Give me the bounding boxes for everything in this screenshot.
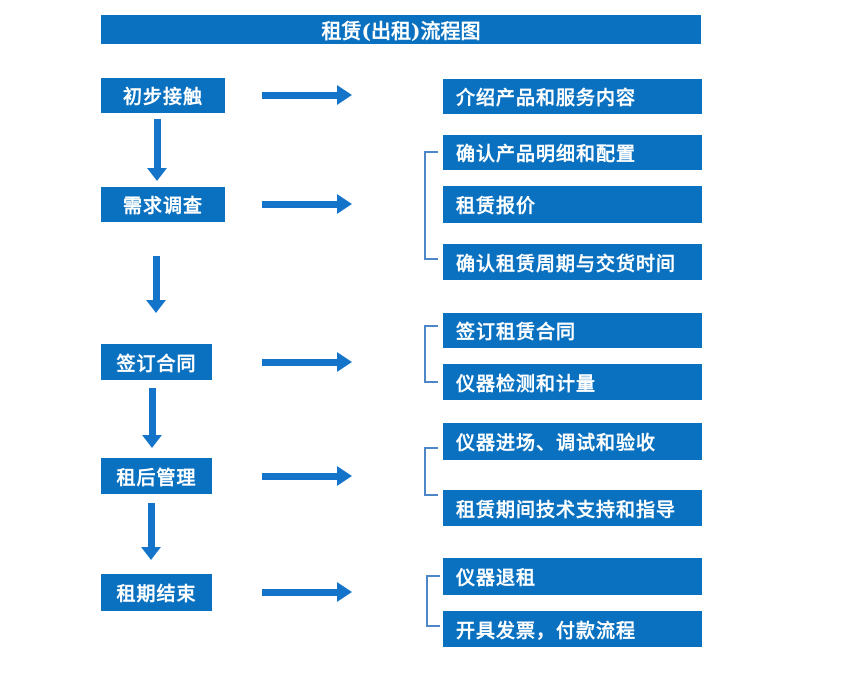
step-box-demand-survey: 需求调查: [101, 187, 225, 222]
arrow-shaft: [149, 388, 156, 435]
arrow-shaft: [262, 201, 337, 208]
arrow-head: [141, 547, 161, 560]
detail-label: 仪器进场、调试和验收: [456, 432, 657, 454]
detail-label: 签订租赁合同: [456, 321, 577, 343]
flowchart-title-bar: 租赁(出租)流程图: [101, 15, 701, 44]
step-label: 需求调查: [122, 195, 203, 217]
step-label: 初步接触: [122, 86, 203, 108]
detail-box-confirm-product-details: 确认产品明细和配置: [443, 135, 702, 170]
detail-label: 租赁报价: [456, 195, 537, 217]
right-arrow-icon: [262, 194, 352, 214]
detail-label: 仪器检测和计量: [456, 372, 597, 395]
down-arrow-icon: [142, 388, 163, 448]
down-arrow-icon: [141, 503, 162, 560]
arrow-shaft: [153, 256, 160, 300]
detail-label: 介绍产品和服务内容: [456, 87, 637, 109]
detail-box-rental-quote: 租赁报价: [443, 186, 702, 223]
step-box-post-rental-management: 租后管理: [101, 458, 212, 494]
step-box-sign-contract: 签订合同: [101, 344, 212, 380]
detail-label: 确认产品明细和配置: [456, 143, 637, 165]
arrow-head: [337, 582, 352, 602]
step-label: 租期结束: [116, 583, 197, 605]
arrow-shaft: [148, 503, 155, 547]
detail-box-invoicing-payment: 开具发票，付款流程: [443, 611, 702, 647]
group-bracket: [424, 447, 438, 496]
detail-label: 租赁期间技术支持和指导: [456, 498, 677, 521]
group-bracket: [426, 575, 440, 627]
detail-box-instrument-return: 仪器退租: [443, 558, 702, 595]
arrow-head: [142, 435, 162, 448]
flowchart-title: 租赁(出租)流程图: [321, 19, 481, 43]
detail-box-sign-rental-contract: 签订租赁合同: [443, 313, 702, 348]
step-box-initial-contact: 初步接触: [101, 78, 225, 113]
step-label: 租后管理: [116, 466, 197, 489]
down-arrow-icon: [147, 119, 168, 181]
group-bracket: [424, 151, 438, 260]
group-bracket: [424, 325, 438, 383]
step-box-rental-end: 租期结束: [101, 574, 212, 611]
arrow-shaft: [154, 119, 161, 168]
detail-box-technical-support: 租赁期间技术支持和指导: [443, 490, 702, 526]
arrow-shaft: [262, 473, 337, 480]
arrow-head: [337, 85, 352, 105]
arrow-head: [147, 168, 167, 181]
arrow-shaft: [262, 359, 337, 366]
arrow-head: [337, 194, 352, 214]
detail-box-instrument-testing: 仪器检测和计量: [443, 364, 702, 400]
right-arrow-icon: [262, 85, 352, 105]
right-arrow-icon: [262, 466, 352, 486]
arrow-shaft: [262, 92, 337, 99]
arrow-head: [337, 466, 352, 486]
detail-label: 仪器退租: [456, 567, 537, 589]
arrow-head: [337, 352, 352, 372]
step-label: 签订合同: [116, 352, 197, 375]
detail-label: 开具发票，付款流程: [456, 619, 637, 642]
detail-box-introduce-products: 介绍产品和服务内容: [443, 79, 702, 114]
detail-label: 确认租赁周期与交货时间: [456, 252, 677, 275]
detail-box-instrument-entry: 仪器进场、调试和验收: [443, 423, 702, 460]
right-arrow-icon: [262, 582, 352, 602]
detail-box-confirm-rental-period: 确认租赁周期与交货时间: [443, 244, 702, 280]
right-arrow-icon: [262, 352, 352, 372]
arrow-shaft: [262, 589, 337, 596]
arrow-head: [146, 300, 166, 313]
down-arrow-icon: [146, 256, 167, 313]
